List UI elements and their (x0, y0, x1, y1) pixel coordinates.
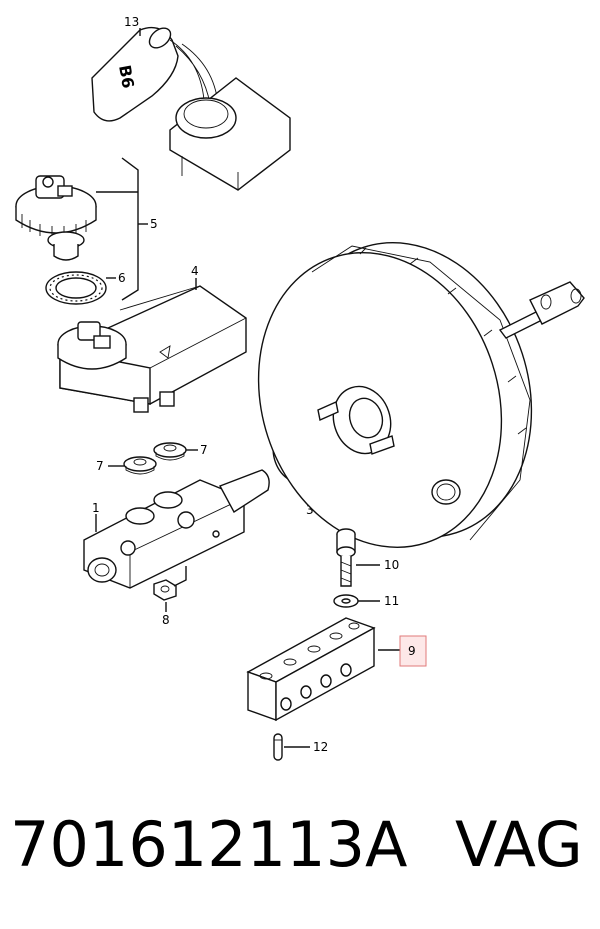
callout-11: 11 (384, 594, 399, 608)
socket-bolt (336, 528, 356, 587)
brake-booster (257, 242, 533, 548)
callout-7a: 7 (96, 459, 104, 473)
callout-8: 8 (162, 613, 170, 627)
callout-10: 10 (384, 558, 399, 572)
distribution-block (246, 617, 376, 722)
cap-strainer (47, 231, 85, 261)
dowel-pin (273, 733, 283, 761)
part-number: 701612113A (10, 808, 408, 881)
callout-5: 5 (150, 217, 158, 231)
bottle-label: B6 (115, 63, 138, 89)
brand-name: VAG (455, 808, 583, 881)
callout-1: 1 (92, 501, 100, 515)
callout-4: 4 (191, 264, 199, 278)
grommet-right (153, 442, 187, 461)
exploded-parts-diagram: B6 13 5 6 (15, 15, 585, 761)
grommet-left (123, 456, 157, 475)
bracket-5 (121, 157, 139, 301)
gasket (45, 271, 107, 305)
callout-7b: 7 (200, 443, 208, 457)
master-cylinder (83, 469, 270, 589)
washer (333, 594, 359, 608)
callout-13: 13 (124, 15, 139, 29)
hex-nut (153, 579, 177, 601)
reservoir-cap (15, 175, 97, 238)
callout-6: 6 (118, 271, 126, 285)
reservoir-top-detail (169, 77, 291, 191)
callout-9: 9 (408, 644, 416, 658)
callout-12: 12 (313, 740, 328, 754)
pushrod-clevis (498, 281, 585, 339)
reservoir (57, 285, 247, 413)
highlight-box-9 (399, 635, 427, 667)
brake-fluid-bottle: B6 (91, 26, 219, 122)
callout-3: 3 (306, 503, 314, 517)
